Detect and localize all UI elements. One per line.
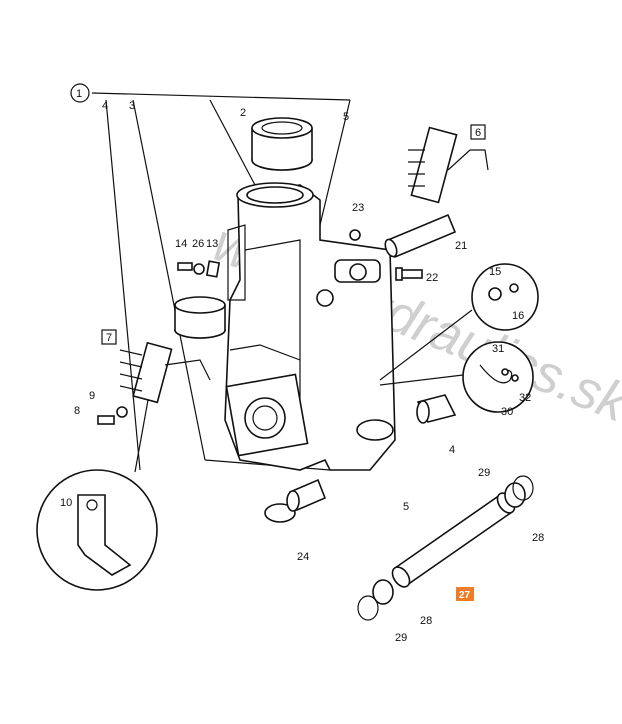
callout-27-highlight bbox=[456, 587, 474, 601]
callout-22: 22 bbox=[426, 272, 438, 284]
callout-1-circle bbox=[70, 83, 90, 103]
part-7-lube-manifold bbox=[119, 341, 211, 404]
callout-10: 10 bbox=[60, 497, 72, 509]
callout-14: 14 bbox=[175, 238, 187, 250]
callout-32: 32 bbox=[519, 392, 531, 404]
part-23-fitting bbox=[349, 229, 361, 241]
callout-4a: 4 bbox=[102, 100, 108, 112]
callout-6-box bbox=[470, 124, 486, 140]
callout-29a: 29 bbox=[478, 467, 490, 479]
callout-2: 2 bbox=[240, 107, 246, 119]
callout-28b: 28 bbox=[420, 615, 432, 627]
callout-9: 9 bbox=[89, 390, 95, 402]
callouts: 1 2 3 4 4 5 5 6 7 8 9 10 13 14 15 16 21 … bbox=[60, 83, 544, 644]
callout-28a: 28 bbox=[532, 532, 544, 544]
callout-3: 3 bbox=[129, 100, 135, 112]
callout-8: 8 bbox=[74, 405, 80, 417]
callout-29b: 29 bbox=[395, 632, 407, 644]
part-2-bushing bbox=[251, 117, 313, 171]
callout-7: 7 bbox=[106, 332, 112, 344]
detail-circle-15-16 bbox=[379, 263, 539, 381]
callout-5a: 5 bbox=[343, 111, 349, 123]
part-24-bushing bbox=[264, 478, 327, 523]
callout-23: 23 bbox=[352, 202, 364, 214]
callout-4b: 4 bbox=[449, 444, 455, 456]
main-housing bbox=[224, 182, 396, 471]
callout-24: 24 bbox=[297, 551, 309, 563]
callout-31: 31 bbox=[492, 343, 504, 355]
callout-5b: 5 bbox=[403, 501, 409, 513]
callout-1: 1 bbox=[76, 88, 82, 100]
callout-7-box bbox=[101, 329, 117, 345]
left-bushing bbox=[174, 296, 226, 339]
right-bushing bbox=[416, 394, 457, 424]
callout-13: 13 bbox=[206, 238, 218, 250]
callout-26: 26 bbox=[192, 238, 204, 250]
callout-16: 16 bbox=[512, 310, 524, 322]
part-27-pivot-pin bbox=[357, 475, 534, 621]
parts-8-9 bbox=[97, 406, 128, 425]
detail-circle-10 bbox=[36, 399, 158, 591]
callout-6: 6 bbox=[475, 127, 481, 139]
part-21-pin bbox=[384, 213, 457, 259]
part-6-lube-manifold bbox=[408, 126, 489, 204]
callout-21: 21 bbox=[455, 240, 467, 252]
parts-14-26-13 bbox=[177, 260, 221, 278]
part-22-bolt bbox=[395, 267, 423, 281]
detail-circle-30-32 bbox=[379, 341, 534, 413]
callout-27: 27 bbox=[459, 590, 471, 601]
callout-15: 15 bbox=[489, 266, 501, 278]
callout-30: 30 bbox=[501, 406, 513, 418]
